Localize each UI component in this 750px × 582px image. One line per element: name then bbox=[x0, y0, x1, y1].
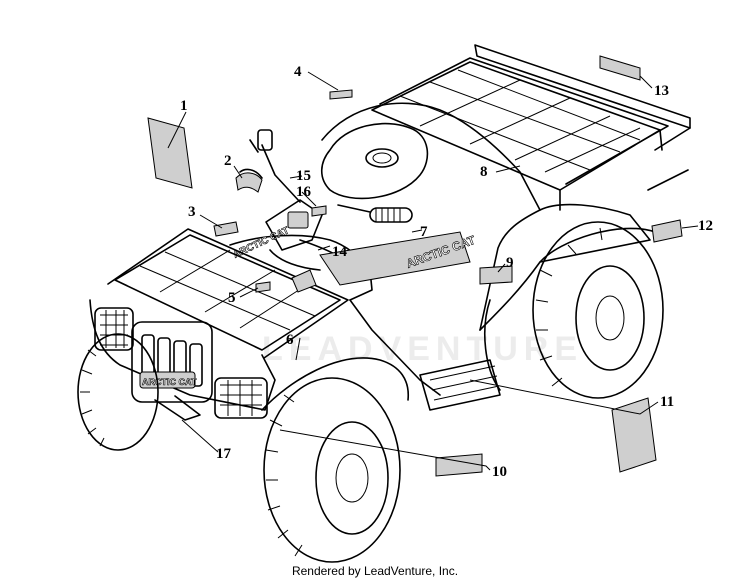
rear-rack bbox=[371, 44, 691, 211]
decal-9 bbox=[479, 265, 513, 285]
decal-4 bbox=[329, 89, 353, 100]
rear-body bbox=[321, 102, 656, 331]
callout-9: 9 bbox=[506, 255, 514, 271]
decal-12 bbox=[651, 219, 683, 243]
callout-1: 1 bbox=[180, 98, 188, 114]
callout-2: 2 bbox=[224, 153, 232, 169]
callout-10: 10 bbox=[492, 464, 507, 480]
decal-2 bbox=[235, 172, 263, 193]
front-rack bbox=[107, 228, 349, 359]
callout-17: 17 bbox=[216, 446, 232, 462]
watermark: LEADVENTURE bbox=[262, 330, 583, 368]
bumper-brand-logo: ARCTIC CAT bbox=[142, 377, 197, 387]
seat-tank bbox=[320, 122, 429, 200]
callout-16: 16 bbox=[296, 184, 312, 200]
callout-14: 14 bbox=[332, 244, 348, 260]
callout-12: 12 bbox=[698, 218, 713, 234]
decal-3 bbox=[213, 221, 239, 237]
decal-11 bbox=[611, 397, 657, 473]
callout-11: 11 bbox=[660, 394, 674, 410]
atv-illustration: ARCTIC CAT ARCTIC CAT ARCTIC CAT bbox=[77, 44, 691, 563]
footrest bbox=[419, 359, 501, 411]
hood-brand-logo: ARCTIC CAT bbox=[232, 225, 291, 260]
callout-13: 13 bbox=[654, 83, 669, 99]
callout-8: 8 bbox=[480, 164, 488, 180]
decal-5 bbox=[255, 281, 271, 293]
decal-16 bbox=[311, 205, 327, 217]
wheels bbox=[77, 221, 664, 563]
front-bumper: ARCTIC CAT bbox=[89, 299, 276, 421]
decal-10 bbox=[435, 453, 483, 477]
callout-5: 5 bbox=[228, 290, 236, 306]
callout-6: 6 bbox=[286, 332, 294, 348]
callout-4: 4 bbox=[294, 64, 302, 80]
decal-1 bbox=[147, 117, 193, 189]
decal-13 bbox=[599, 55, 641, 81]
callout-7: 7 bbox=[420, 224, 428, 240]
callouts: 1 2 3 4 5 6 7 8 9 10 11 12 13 14 15 16 1… bbox=[180, 64, 713, 480]
headlight-pod bbox=[265, 199, 323, 251]
callout-15: 15 bbox=[296, 168, 311, 184]
footer-credit: Rendered by LeadVenture, Inc. bbox=[291, 564, 459, 578]
front-fender bbox=[261, 299, 441, 411]
decal-panels bbox=[147, 55, 683, 477]
leader-lines bbox=[167, 71, 699, 471]
handlebar bbox=[239, 129, 413, 223]
callout-3: 3 bbox=[188, 204, 196, 220]
decal-14 bbox=[291, 269, 317, 293]
